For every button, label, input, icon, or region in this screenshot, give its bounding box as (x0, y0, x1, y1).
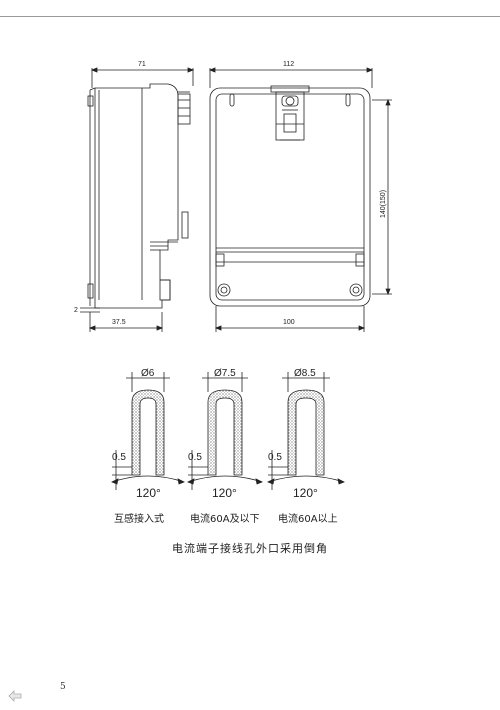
side-step-label: 2 (74, 307, 78, 314)
terminal-detail-2: Ø7.5 0.5 120° (187, 368, 263, 500)
terminal-detail-1: Ø6 0.5 120° (111, 368, 185, 500)
side-offset-label: 37.5 (112, 319, 126, 326)
front-height-label: 140(150) (380, 190, 387, 218)
side-view (80, 67, 195, 332)
terminal-2-depth: 0.5 (188, 452, 202, 463)
terminal-1-angle: 120° (136, 486, 161, 500)
terminal-3-depth: 0.5 (268, 452, 282, 463)
terminal-2-caption: 电流60A及以下 (190, 514, 260, 525)
terminal-detail-3: Ø8.5 0.5 120° (267, 368, 345, 500)
terminal-3-angle: 120° (293, 486, 318, 500)
front-view (208, 67, 392, 332)
terminal-1-caption: 互感接入式 (114, 514, 164, 525)
terminal-1-diameter: Ø6 (141, 368, 155, 379)
terminal-2-angle: 120° (212, 486, 237, 500)
terminal-3-diameter: Ø8.5 (294, 368, 316, 379)
terminal-3-caption: 电流60A以上 (278, 514, 338, 525)
page-number: 5 (60, 682, 66, 692)
terminal-2-diameter: Ø7.5 (214, 368, 236, 379)
figure-caption: 电流端子接线孔外口采用倒角 (172, 542, 328, 555)
side-width-label: 71 (138, 61, 146, 68)
terminal-1-depth: 0.5 (112, 452, 126, 463)
back-arrow-icon[interactable] (8, 690, 22, 702)
front-width-label: 112 (283, 61, 294, 68)
header-rule (0, 16, 500, 17)
front-bottom-label: 100 (283, 319, 295, 326)
